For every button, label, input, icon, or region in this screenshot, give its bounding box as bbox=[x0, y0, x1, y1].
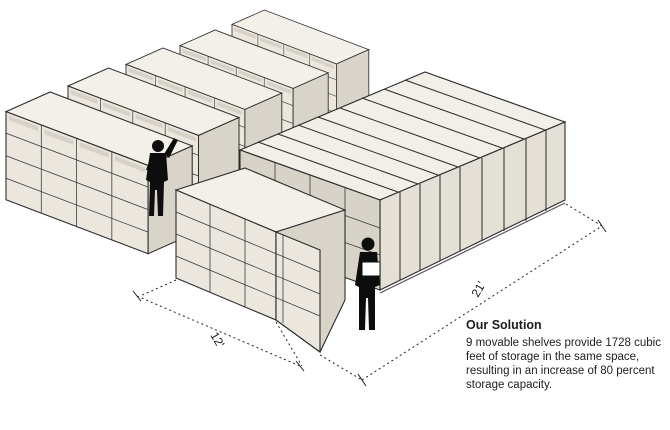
dimension-21ft-label: 21' bbox=[468, 279, 488, 300]
solution-caption: Our Solution 9 movable shelves provide 1… bbox=[466, 318, 666, 392]
dimension-12ft: 12' bbox=[132, 279, 305, 372]
dimension-21ft: 21' bbox=[319, 203, 607, 387]
caption-title: Our Solution bbox=[466, 318, 542, 332]
dimension-12ft-label: 12' bbox=[207, 330, 227, 351]
person-carrying-box-silhouette bbox=[355, 237, 381, 330]
caption-body: 9 movable shelves provide 1728 cubic fee… bbox=[466, 337, 661, 391]
front-open-shelf-unit bbox=[174, 167, 347, 354]
person-reaching-silhouette bbox=[146, 138, 178, 216]
